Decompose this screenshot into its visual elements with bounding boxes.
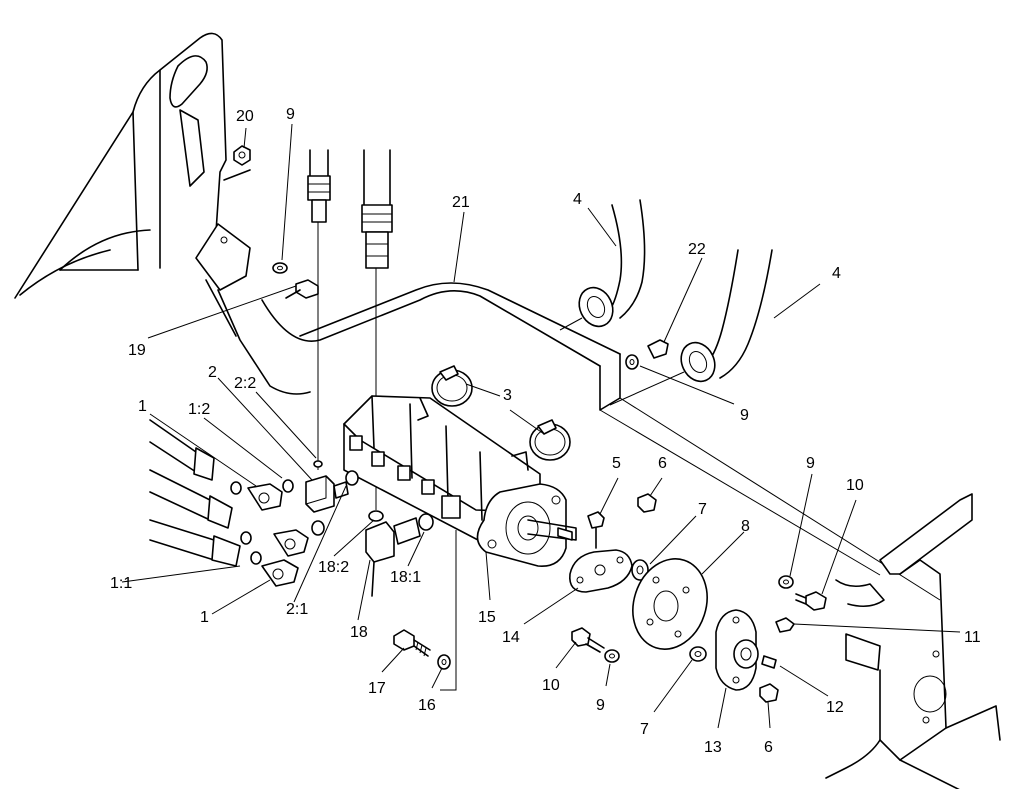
hose-clamp-3-lower [529, 419, 571, 461]
washer-9-lower [604, 649, 620, 663]
callout-17: 17 [368, 680, 386, 697]
callout-18-1: 18:1 [390, 569, 421, 586]
callout-9-tube: 9 [740, 407, 749, 424]
o-rings [230, 460, 359, 565]
hose-top-left [307, 149, 331, 470]
callout-2: 2 [208, 364, 217, 381]
washer-16 [437, 530, 457, 691]
callout-5: 5 [612, 455, 621, 472]
callout-13: 13 [704, 739, 722, 756]
callout-6-upper: 6 [658, 455, 667, 472]
bushing-7-lower [689, 646, 707, 662]
bolt-19 [285, 279, 319, 299]
bearing-flange-13 [715, 609, 759, 691]
callout-7-upper: 7 [698, 501, 707, 518]
callout-9-upper: 9 [286, 106, 295, 123]
hoses-left [149, 419, 241, 567]
callout-9-lower: 9 [596, 697, 605, 714]
bolt-17 [393, 629, 431, 657]
callout-3: 3 [503, 387, 512, 404]
bolt-10-lower [571, 627, 605, 653]
frame-plate-left [14, 32, 251, 299]
bolt-10-right [795, 591, 827, 611]
callout-14: 14 [502, 629, 520, 646]
elbow-fitting-1-mid [273, 529, 309, 557]
nut-20 [233, 145, 251, 166]
hose-clamp-3-upper [431, 365, 473, 407]
tee-fitting-18 [365, 510, 434, 597]
adapter-plate-14 [569, 549, 633, 593]
callout-11: 11 [964, 629, 981, 646]
bushing-7-upper [631, 559, 649, 581]
callout-21: 21 [452, 194, 470, 211]
hose-4-right [609, 249, 773, 406]
fitting-22 [647, 339, 669, 359]
callout-1-2: 1:2 [188, 401, 210, 418]
callout-2-2: 2:2 [234, 375, 256, 392]
hose-top-right [361, 149, 393, 510]
callout-2-1: 2:1 [286, 601, 308, 618]
callout-4-right: 4 [832, 265, 841, 282]
callout-10-lower: 10 [542, 677, 560, 694]
nut-6-upper [637, 493, 657, 513]
callout-1-lower: 1 [200, 609, 209, 626]
key-piece [557, 527, 573, 541]
leader-lines [121, 123, 857, 729]
callout-4-left: 4 [573, 191, 582, 208]
washer-9-tube [625, 354, 639, 370]
frame-plate-right [825, 493, 1001, 789]
callout-18-2: 18:2 [318, 559, 349, 576]
hose-4-left [559, 199, 646, 331]
washer-9-right [778, 575, 794, 589]
callout-12: 12 [826, 699, 844, 716]
callout-10-right: 10 [846, 477, 864, 494]
nut-6-lower [759, 683, 779, 703]
callout-8: 8 [741, 518, 750, 535]
bolt-5 [587, 511, 605, 549]
callout-18: 18 [350, 624, 368, 641]
key-12 [761, 655, 777, 669]
callout-15: 15 [478, 609, 496, 626]
washer-9-upper [272, 262, 288, 274]
callout-1-1: 1:1 [110, 575, 132, 592]
fitting-block-2 [305, 475, 349, 513]
callout-7-lower: 7 [640, 721, 649, 738]
callout-labels: 20 9 21 4 22 4 19 2 2:2 1 1:2 3 9 5 6 9 … [110, 106, 981, 756]
callout-6-lower: 6 [764, 739, 773, 756]
disc-8 [632, 558, 708, 650]
callout-16: 16 [418, 697, 436, 714]
callout-22: 22 [688, 241, 706, 258]
callout-9-right: 9 [806, 455, 815, 472]
elbow-fitting-1-lower [261, 559, 299, 587]
pump-assembly-15 [343, 395, 577, 567]
callout-1-upper: 1 [138, 398, 147, 415]
setscrew-11 [775, 617, 961, 633]
elbow-fitting-1-upper [247, 483, 283, 511]
callout-19: 19 [128, 342, 146, 359]
bracket-mount [195, 223, 311, 395]
callout-20: 20 [236, 108, 254, 125]
